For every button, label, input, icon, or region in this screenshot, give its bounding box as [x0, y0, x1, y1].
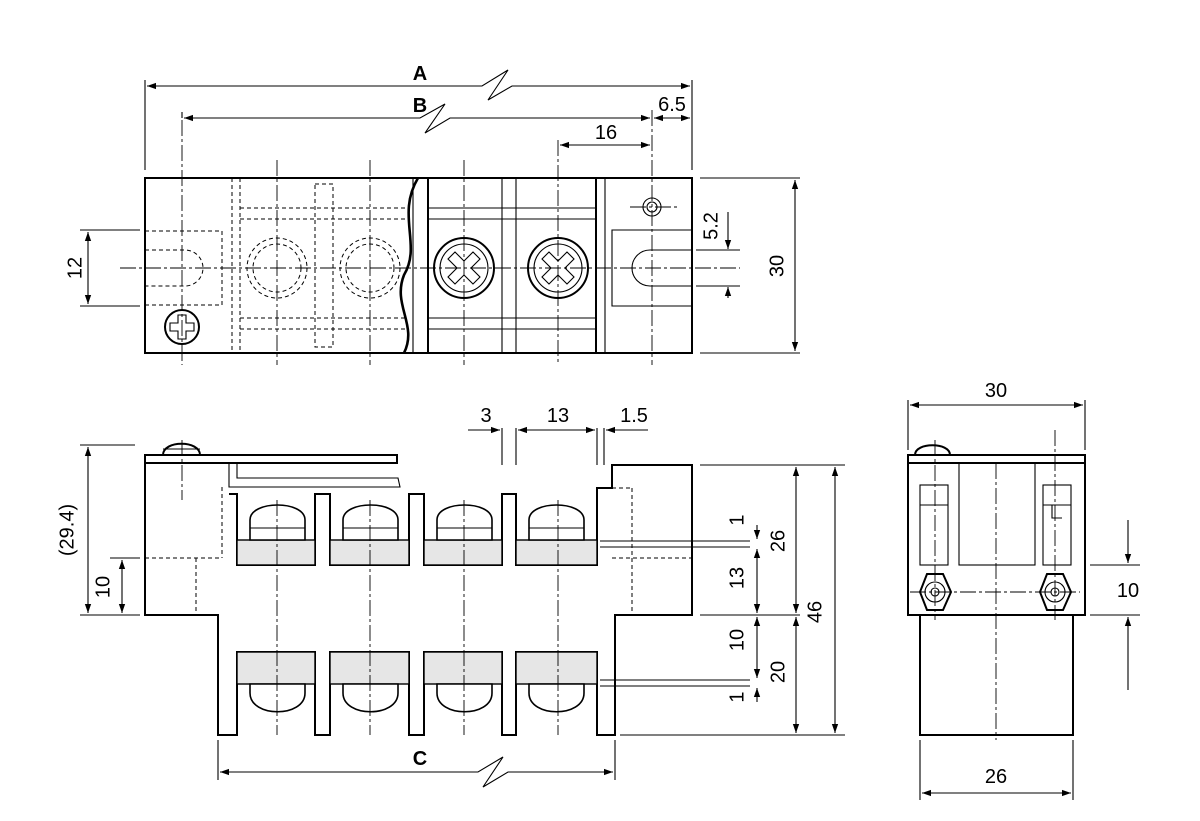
visible-terminals: [412, 177, 606, 354]
dim-3-label: 3: [480, 405, 491, 427]
side-view: 30 10 26: [907, 380, 1140, 800]
side-dim-10-label: 10: [1117, 580, 1139, 602]
front-center-lines: [181, 440, 559, 735]
side-cover-screw: [914, 444, 951, 456]
lower-terminals: [236, 651, 750, 713]
side-dim-30-label: 30: [985, 380, 1007, 402]
dim-6-5-label: 6.5: [658, 94, 686, 116]
side-dim-26-label: 26: [985, 766, 1007, 788]
break-line: [399, 177, 420, 354]
dim-46-label: 46: [804, 601, 826, 623]
cover-screw: [162, 442, 201, 456]
side-view-dimensions: 30 10 26: [907, 380, 1140, 800]
hidden-lines: [231, 178, 408, 353]
dim-20-label: 20: [767, 661, 789, 683]
dim-10-left-label: 10: [92, 576, 114, 598]
dim-10-right-label: 10: [726, 629, 748, 651]
dim-26-label: 26: [767, 530, 789, 552]
dim-12-label: 12: [64, 257, 86, 279]
dim-a-label: A: [413, 63, 427, 85]
side-lower-body: [919, 615, 1074, 736]
dim-13-right-label: 13: [726, 567, 748, 589]
upper-terminals: [236, 504, 750, 566]
front-hidden-lines: [145, 487, 692, 615]
dim-16-label: 16: [595, 122, 617, 144]
dim-c-label: C: [413, 748, 427, 770]
side-center-lines: [910, 430, 1080, 740]
top-view-dimensions: A B 6.5 16 12 5.2 30: [64, 63, 800, 354]
dim-1-upper-label: 1: [726, 514, 748, 525]
dim-30-label: 30: [766, 255, 788, 277]
dim-b-label: B: [413, 95, 427, 117]
dim-5-2-label: 5.2: [700, 212, 722, 240]
front-view: 3 13 1.5 (29.4) 10 1 26 13 10 20 1 46 C: [56, 405, 845, 788]
top-view: A B 6.5 16 12 5.2 30: [64, 63, 800, 365]
cover-plate: [144, 454, 398, 464]
dim-1-5-label: 1.5: [620, 405, 648, 427]
dim-29-4-label: (29.4): [56, 504, 78, 556]
dim-1-lower-label: 1: [726, 691, 748, 702]
center-lines: [120, 110, 740, 365]
top-view-outline: [144, 177, 693, 354]
front-view-outline: [144, 463, 693, 736]
dim-13-top-label: 13: [547, 405, 569, 427]
front-view-dimensions: 3 13 1.5 (29.4) 10 1 26 13 10 20 1 46 C: [56, 405, 845, 788]
